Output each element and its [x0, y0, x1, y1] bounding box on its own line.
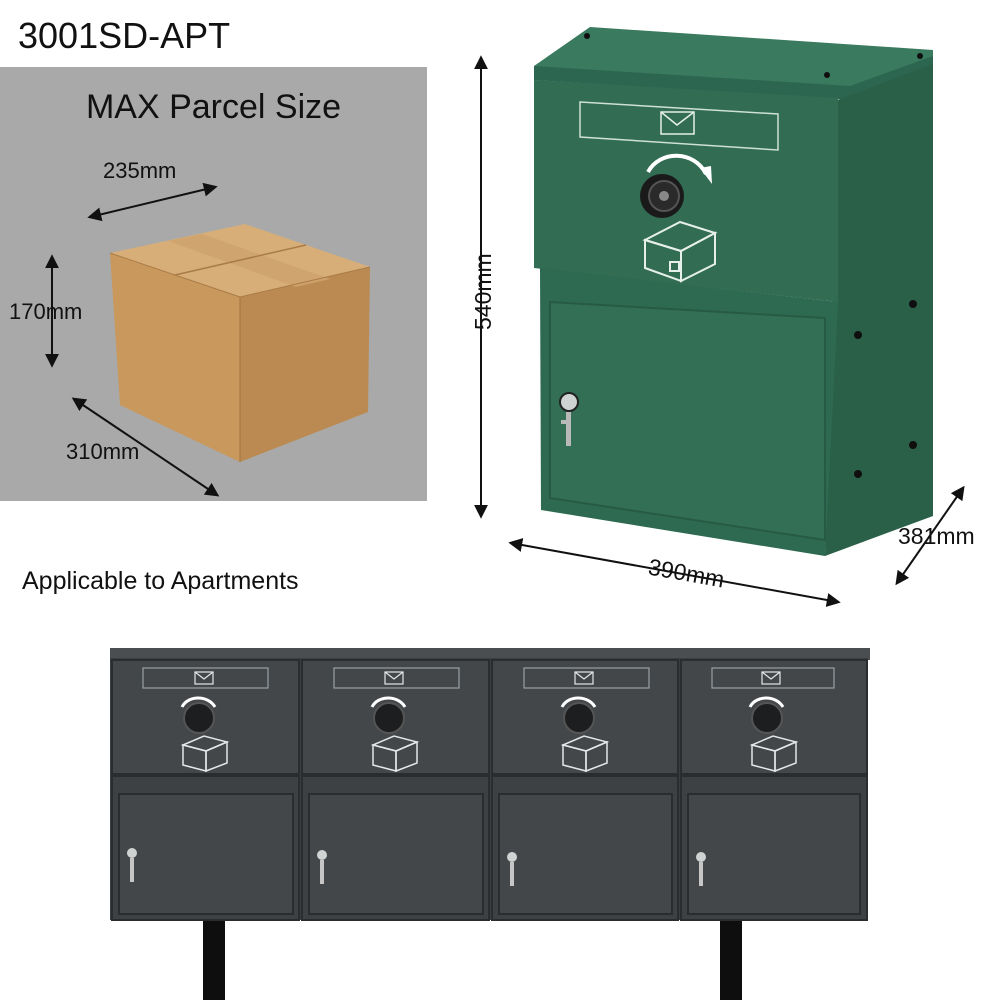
- apartment-unit: [301, 659, 490, 921]
- parcel-width-label: 235mm: [103, 158, 177, 183]
- envelope-icon: [660, 111, 695, 135]
- green-box-body: [534, 27, 933, 556]
- envelope-icon: [384, 671, 404, 685]
- key-lock-icon: [507, 852, 517, 886]
- rotary-knob-icon: [751, 702, 783, 734]
- stand-leg-left: [203, 918, 225, 1000]
- parcel-width-arrow: [87, 182, 218, 222]
- parcel-outline-icon: [642, 220, 718, 283]
- parcel-outline-icon: [180, 735, 230, 773]
- model-title: 3001SD-APT: [18, 15, 231, 56]
- rotary-knob-icon: [640, 174, 684, 218]
- cardboard-box-image: [109, 224, 371, 462]
- rotary-knob-icon: [373, 702, 405, 734]
- box-width-arrow: [508, 538, 841, 607]
- parcel-size-panel: MAX Parcel Size 235mm 170mm 310mm: [0, 67, 427, 501]
- rotary-knob-icon: [563, 702, 595, 734]
- parcel-outline-icon: [560, 735, 610, 773]
- parcel-length-arrow: [71, 397, 220, 497]
- envelope-icon: [761, 671, 781, 685]
- box-height-label: 540mm: [470, 253, 496, 330]
- apartment-unit: [111, 659, 300, 921]
- parcel-length-label: 310mm: [66, 439, 140, 464]
- key-lock-icon: [696, 852, 706, 886]
- key-lock-icon: [317, 850, 327, 884]
- parcel-size-title: MAX Parcel Size: [85, 88, 342, 126]
- rotary-knob-icon: [183, 702, 215, 734]
- apartment-unit: [491, 659, 679, 921]
- key-lock-icon: [559, 392, 579, 446]
- rotate-arrow-icon: [560, 696, 597, 708]
- rotate-arrow-icon: [370, 696, 407, 708]
- rotate-arrow-icon: [180, 696, 217, 708]
- box-depth-arrow: [895, 485, 965, 586]
- parcel-height-label: 170mm: [9, 299, 83, 324]
- green-parcel-box-illustration: [474, 27, 965, 607]
- box-depth-label: 381mm: [898, 523, 975, 549]
- rotate-arrow-icon: [748, 696, 785, 708]
- parcel-outline-icon: [749, 735, 799, 773]
- apartment-unit: [680, 659, 868, 921]
- envelope-icon: [574, 671, 594, 685]
- apartments-caption: Applicable to Apartments: [22, 567, 299, 595]
- parcel-outline-icon: [370, 735, 420, 773]
- envelope-icon: [194, 671, 214, 685]
- side-bolts: [584, 33, 923, 478]
- stand-leg-right: [720, 918, 742, 1000]
- parcel-illustration: [45, 182, 371, 497]
- rotate-arrow-icon: [646, 153, 708, 176]
- key-lock-icon: [127, 848, 137, 882]
- apartment-box-bank-illustration: [110, 648, 870, 1000]
